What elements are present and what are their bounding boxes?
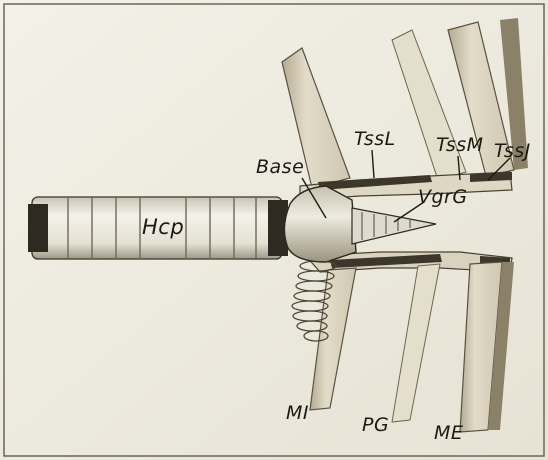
hcp-left-cap <box>28 204 48 252</box>
label-me: ME <box>434 422 463 444</box>
label-vgrg: VgrG <box>418 186 468 208</box>
label-tssl: TssL <box>354 128 396 150</box>
baseplate <box>284 186 356 262</box>
label-pg: PG <box>362 414 389 436</box>
label-tssm: TssM <box>436 134 484 156</box>
label-hcp: Hcp <box>142 215 184 239</box>
label-tssj: TssJ <box>494 140 531 162</box>
label-base: Base <box>256 156 304 178</box>
label-mi: MI <box>286 402 309 424</box>
